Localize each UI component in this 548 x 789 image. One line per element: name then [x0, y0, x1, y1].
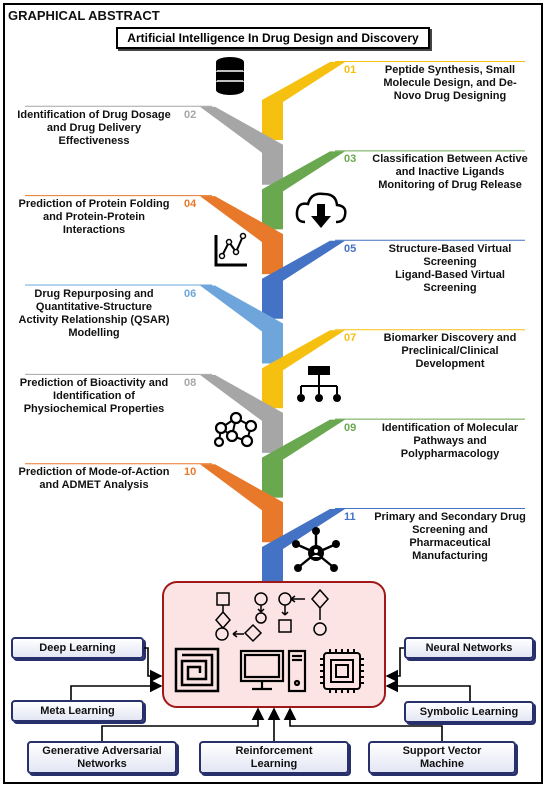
- ribbon-segment-09: [262, 419, 345, 498]
- step-text-line: Identification of Drug Dosage: [17, 108, 171, 121]
- step-text-line: Pharmaceutical: [409, 537, 491, 549]
- step-number-01: 01: [344, 64, 357, 76]
- step-text-line: Development: [415, 358, 485, 371]
- molecule-network-icon: [213, 411, 258, 448]
- step-text-line: Screening: [423, 255, 477, 268]
- step-text-line: Monitoring of Drug Release: [378, 179, 522, 192]
- ribbon-segment-07: [262, 330, 345, 409]
- deep-learning-label: Deep Learning: [39, 641, 116, 654]
- step-text-line: Activity Relationship (QSAR): [18, 313, 170, 326]
- database-icon: [216, 57, 244, 95]
- hierarchy-icon: [297, 366, 341, 402]
- meta-learning-label: Meta Learning: [40, 704, 115, 717]
- step-text-line: Screening: [423, 281, 477, 294]
- ribbon-segment-04: [200, 196, 283, 275]
- step-text-line: and ADMET Analysis: [39, 479, 149, 492]
- maze-icon: [174, 647, 220, 693]
- step-text-line: Novo Drug Designing: [393, 90, 507, 102]
- step-text-line: Peptide Synthesis, Small: [384, 64, 516, 76]
- step-text-line: Prediction of Bioactivity and: [19, 376, 169, 389]
- step-number-08: 08: [184, 376, 197, 389]
- ribbon-segment-03: [262, 151, 345, 230]
- step-text-line: Drug Repurposing and: [34, 287, 154, 300]
- ribbon-segment-08: [200, 374, 283, 453]
- symbolic-learning-box: Symbolic Learning: [404, 701, 534, 723]
- neural-networks-label: Neural Networks: [425, 641, 513, 654]
- cloud-download-icon: [295, 192, 347, 228]
- step-text-line: Quantitative-Structure: [35, 300, 153, 313]
- step-number-04: 04: [184, 198, 197, 211]
- step-text-line: Manufacturing: [412, 550, 488, 562]
- step-text-line: Identification of Molecular: [381, 421, 519, 434]
- deep-learning-box: Deep Learning: [11, 637, 144, 659]
- step-number-02: 02: [184, 108, 197, 121]
- step-text-line: Structure-Based Virtual: [388, 242, 512, 255]
- step-text-line: Primary and Secondary Drug: [374, 511, 526, 523]
- ribbon-segment-06: [200, 285, 283, 364]
- ribbon-segment-10: [200, 464, 283, 543]
- symbolic-learning-label: Symbolic Learning: [419, 705, 519, 718]
- connector-arrows: [70, 647, 471, 741]
- step-text-line: Prediction of Mode-of-Action: [18, 466, 170, 479]
- main-title: Artificial Intelligence In Drug Design a…: [116, 27, 430, 49]
- flowchart-icon: [215, 588, 330, 643]
- step-text-line: Effectiveness: [58, 134, 130, 147]
- step-text-line: Preclinical/Clinical: [401, 345, 499, 358]
- step-text-line: and Protein-Protein: [42, 211, 146, 224]
- neural-networks-box: Neural Networks: [404, 637, 534, 659]
- graphical-abstract-label: GRAPHICAL ABSTRACT: [8, 8, 160, 23]
- step-number-07: 07: [344, 332, 357, 345]
- step-text-line: and Drug Delivery: [46, 121, 142, 134]
- ribbon-segment-05: [262, 240, 345, 319]
- step-number-05: 05: [344, 242, 357, 255]
- hub-network-icon: [292, 527, 340, 572]
- step-text-line: Biomarker Discovery and: [383, 332, 517, 345]
- step-text-line: Classification Between Active: [372, 153, 528, 166]
- step-number-10: 10: [184, 466, 197, 479]
- step-text-line: Ligand-Based Virtual: [395, 268, 505, 281]
- step-text-line: Pathways and: [413, 434, 487, 447]
- ribbon-segment-11: [262, 509, 345, 587]
- step-text-line: Interactions: [62, 224, 126, 237]
- step-text-line: Modelling: [68, 326, 120, 339]
- step-text-line: Prediction of Protein Folding: [18, 198, 170, 211]
- step-text-line: Polypharmacology: [400, 447, 500, 460]
- chip-icon: [320, 649, 364, 693]
- step-number-06: 06: [184, 287, 197, 300]
- step-text-line: Identification of: [53, 389, 135, 402]
- ribbon-segment-01: [262, 62, 345, 140]
- step-text-line: Molecule Design, and De-: [383, 77, 517, 89]
- line-chart-icon: [214, 232, 247, 267]
- ribbon-segment-02: [200, 106, 283, 185]
- step-text-line: Physiochemical Properties: [23, 402, 165, 415]
- meta-learning-box: Meta Learning: [11, 700, 144, 722]
- step-number-03: 03: [344, 153, 357, 166]
- computer-icon: [239, 649, 307, 693]
- step-number-11: 11: [344, 511, 356, 523]
- step-number-09: 09: [344, 421, 357, 434]
- step-text-line: Screening and: [412, 524, 488, 536]
- step-text-line: and Inactive Ligands: [395, 166, 505, 179]
